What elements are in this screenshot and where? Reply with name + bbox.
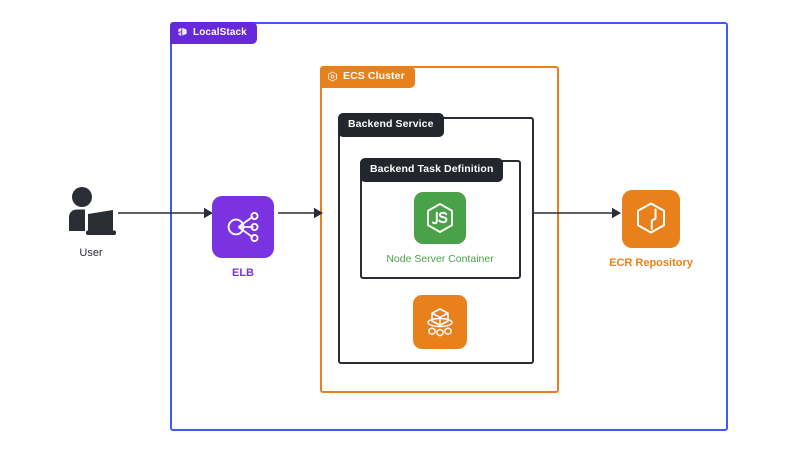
- node-ecr-repository-label: ECR Repository: [609, 257, 693, 269]
- container-orchestration-icon: [413, 295, 467, 349]
- node-user-label: User: [79, 247, 103, 259]
- node-node-server-container: Node Server Container: [386, 192, 494, 266]
- localstack-logo-icon: [177, 27, 188, 38]
- node-elb: ELB: [212, 196, 274, 280]
- localstack-badge-label: LocalStack: [193, 26, 247, 38]
- localstack-badge: LocalStack: [170, 22, 257, 44]
- user-laptop-icon: [61, 186, 121, 238]
- ecs-cluster-badge-label: ECS Cluster: [343, 70, 405, 83]
- node-elb-label: ELB: [232, 267, 254, 279]
- arrow-elb-to-cluster: [278, 206, 324, 220]
- node-ecr-repository: ECR Repository: [609, 190, 693, 270]
- ecs-cluster-icon: [327, 71, 338, 82]
- node-aws-container: [413, 295, 467, 349]
- node-node-server-container-label: Node Server Container: [386, 253, 494, 265]
- backend-task-definition-badge: Backend Task Definition: [360, 158, 504, 182]
- arrow-service-to-ecr: [534, 206, 622, 220]
- arrow-user-to-elb: [118, 206, 214, 220]
- localstack-boundary: [170, 22, 728, 431]
- node-user: User: [48, 186, 134, 260]
- ecr-cube-icon: [622, 190, 680, 248]
- nodejs-icon: [414, 192, 466, 244]
- backend-service-badge: Backend Service: [338, 113, 444, 137]
- ecs-cluster-boundary: [320, 66, 559, 393]
- elastic-load-balancer-icon: [212, 196, 274, 258]
- backend-service-badge-label: Backend Service: [348, 118, 434, 130]
- backend-task-definition-badge-label: Backend Task Definition: [370, 163, 494, 175]
- ecs-cluster-badge: ECS Cluster: [320, 66, 415, 88]
